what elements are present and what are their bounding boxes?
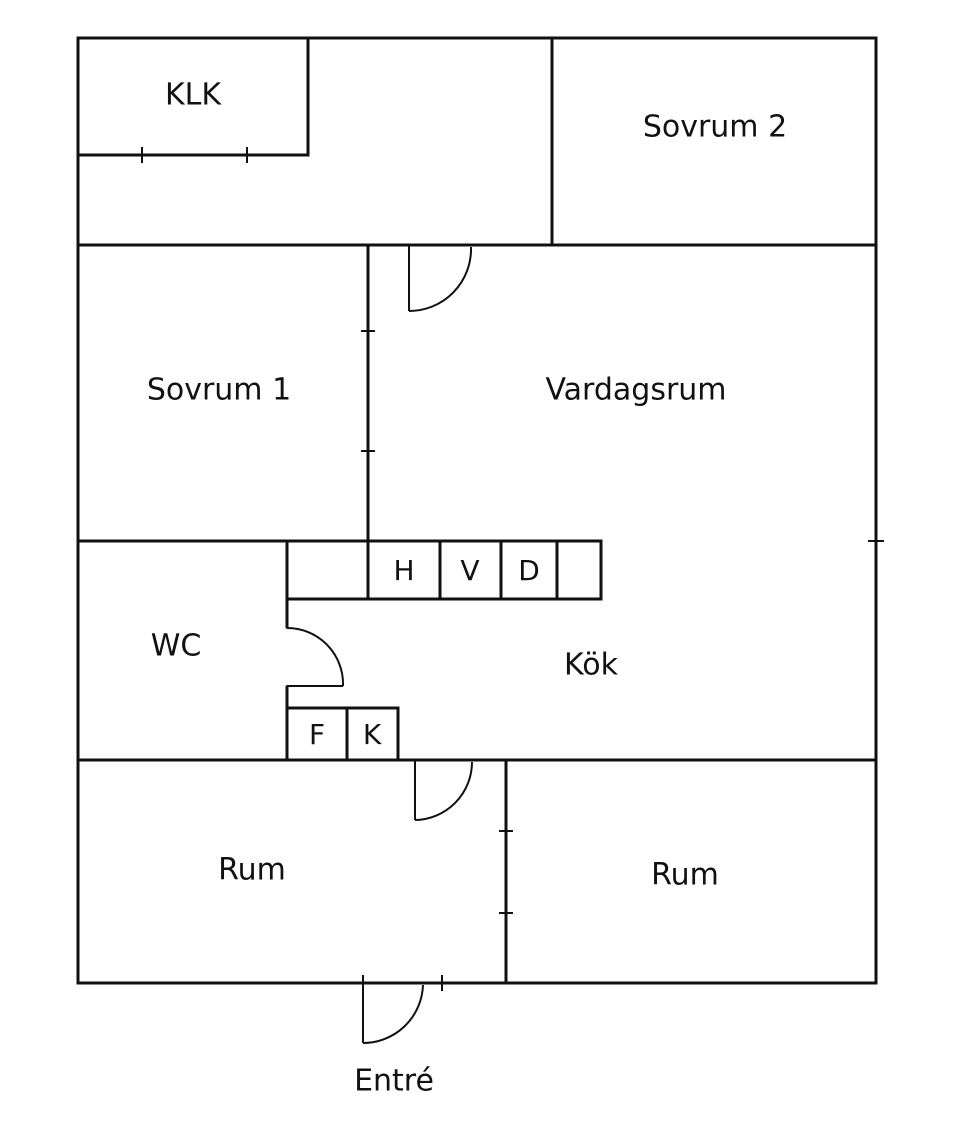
- label-klk: KLK: [165, 78, 222, 113]
- door-entre: [362, 983, 424, 1044]
- label-wc: WC: [151, 629, 202, 664]
- fk-unit: [285, 706, 400, 762]
- label-appliance-v: V: [460, 554, 479, 587]
- label-appliance-k: K: [363, 718, 382, 751]
- door-vardagsrum: [408, 245, 473, 312]
- door-rum: [414, 760, 473, 821]
- door-wc: [286, 627, 345, 687]
- label-sovrum-1: Sovrum 1: [147, 373, 291, 408]
- label-rum-left: Rum: [218, 853, 286, 888]
- label-sovrum-2: Sovrum 2: [643, 110, 787, 145]
- label-kok: Kök: [564, 648, 619, 683]
- label-entre: Entré: [354, 1064, 434, 1099]
- label-rum-right: Rum: [651, 858, 719, 893]
- outer-wall: [76, 36, 878, 985]
- label-appliance-h: H: [393, 554, 414, 587]
- label-appliance-d: D: [518, 554, 540, 587]
- kitchen-counter: [285, 539, 603, 601]
- label-appliance-f: F: [309, 718, 325, 751]
- label-vardagsrum: Vardagsrum: [545, 373, 726, 408]
